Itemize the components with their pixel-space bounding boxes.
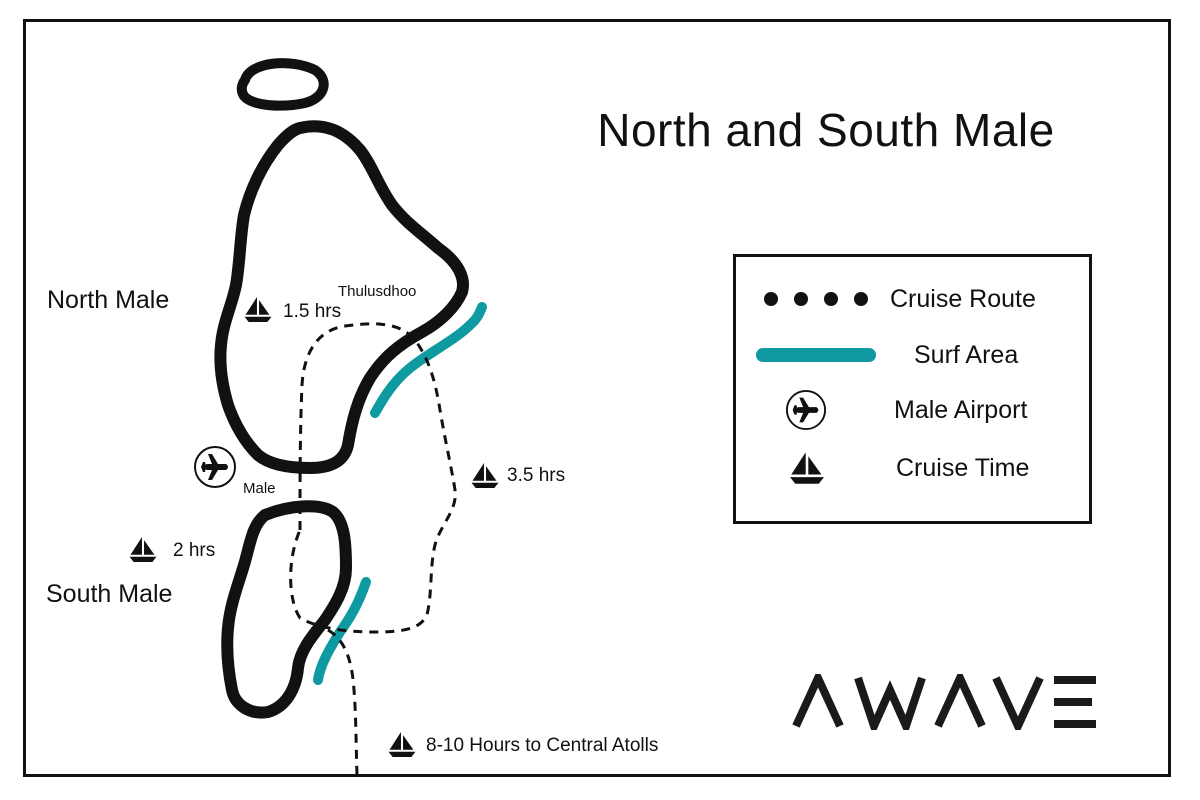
label-north-male: North Male xyxy=(47,286,170,314)
cruise-time-loop: 3.5 hrs xyxy=(507,465,566,486)
cruise-route-central xyxy=(327,628,359,776)
legend-label-cruise-route: Cruise Route xyxy=(890,285,1036,313)
sailboat-icon xyxy=(244,297,272,322)
legend-label-surf-area: Surf Area xyxy=(914,341,1019,369)
legend-row-surf-area: Surf Area xyxy=(736,330,1089,380)
legend-label-cruise-time: Cruise Time xyxy=(896,454,1030,482)
page-title: North and South Male xyxy=(597,104,1055,156)
surf-area-swatch xyxy=(756,330,876,380)
airplane-in-circle-icon xyxy=(784,385,828,435)
legend-row-cruise-time: Cruise Time xyxy=(736,443,1089,493)
label-south-male: South Male xyxy=(46,580,173,608)
cruise-route-swatch xyxy=(756,274,876,324)
sailboat-icon xyxy=(471,463,499,488)
legend-label-airport: Male Airport xyxy=(894,396,1028,424)
legend-row-airport: Male Airport xyxy=(736,385,1089,435)
north-male-outline xyxy=(214,120,469,474)
map-frame xyxy=(23,19,1171,777)
south-male-outline xyxy=(221,500,352,719)
airplane-in-circle-icon xyxy=(194,446,236,488)
label-male: Male xyxy=(243,480,276,497)
label-thulusdhoo: Thulusdhoo xyxy=(338,283,417,300)
surf-area-south xyxy=(313,577,371,685)
sailboat-icon xyxy=(786,443,828,493)
small-island-outline xyxy=(236,58,329,111)
legend-row-cruise-route: Cruise Route xyxy=(736,274,1089,324)
awave-logo xyxy=(792,668,1100,738)
cruise-route-loop xyxy=(289,322,457,634)
cruise-time-north: 1.5 hrs xyxy=(283,301,342,322)
sailboat-icon xyxy=(388,732,416,757)
cruise-time-south: 2 hrs xyxy=(173,540,216,561)
sailboat-icon xyxy=(129,537,157,562)
map-legend: Cruise Route Surf Area Male Airport Crui… xyxy=(733,254,1092,524)
surf-area-north xyxy=(370,302,487,418)
cruise-time-central: 8-10 Hours to Central Atolls xyxy=(426,735,659,756)
